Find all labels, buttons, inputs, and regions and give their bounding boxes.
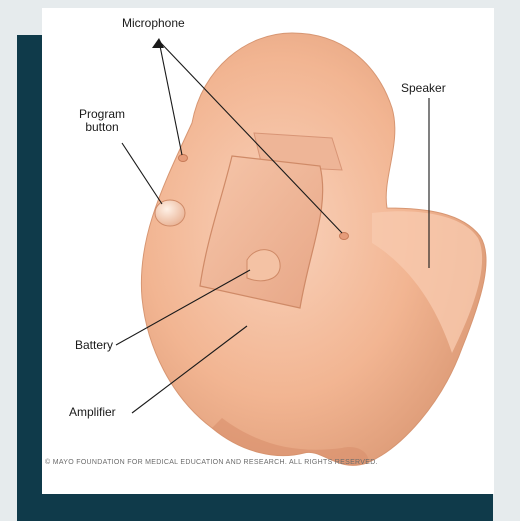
- microphone-label: Microphone: [122, 17, 185, 30]
- copyright-notice: © MAYO FOUNDATION FOR MEDICAL EDUCATION …: [45, 459, 378, 466]
- leader-arrowheads: [152, 38, 164, 48]
- diagram-card: Microphone Speaker Program button Batter…: [42, 8, 494, 494]
- microphone-port-2: [340, 233, 349, 240]
- microphone-port-1: [179, 155, 188, 162]
- program-button-shape: [155, 200, 185, 226]
- battery-tab: [247, 250, 280, 281]
- program-button-leader: [122, 143, 162, 204]
- amplifier-label: Amplifier: [69, 406, 116, 419]
- speaker-label: Speaker: [401, 82, 446, 95]
- battery-label: Battery: [75, 339, 113, 352]
- microphone-leader-1: [159, 41, 182, 155]
- program-button-label: Program button: [72, 108, 132, 134]
